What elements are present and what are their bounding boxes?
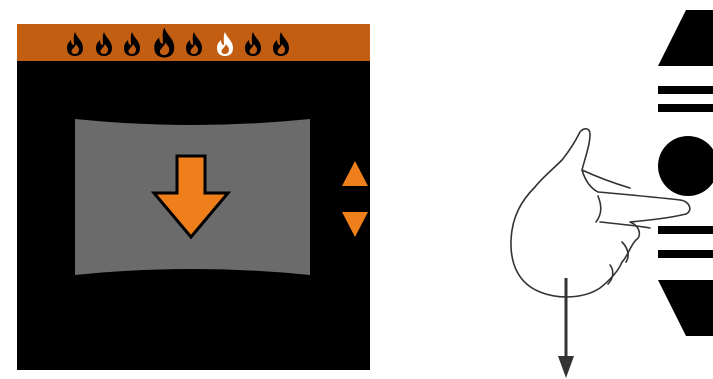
flame-level-4-icon[interactable] (148, 25, 181, 60)
flame-level-6-icon[interactable] (212, 30, 238, 58)
menu-lines-icon (658, 226, 713, 258)
round-button-icon (658, 136, 713, 196)
content-panel (75, 117, 310, 279)
flame-level-1-icon[interactable] (62, 30, 88, 58)
swipe-gesture-illustration (490, 0, 713, 379)
flame-level-7-icon[interactable] (240, 30, 266, 58)
up-triangle-icon (658, 10, 713, 66)
down-triangle-icon (658, 280, 713, 336)
down-triangle-icon[interactable] (340, 210, 370, 240)
flame-level-8-icon[interactable] (268, 30, 294, 58)
up-triangle-icon[interactable] (340, 158, 370, 188)
panel-graphic (75, 117, 310, 279)
flame-level-2-icon[interactable] (91, 30, 117, 58)
device-screen (17, 24, 370, 370)
menu-lines-icon (658, 86, 713, 112)
flame-level-bar (17, 24, 370, 61)
flame-level-3-icon[interactable] (119, 30, 145, 58)
flame-level-5-icon[interactable] (181, 30, 207, 58)
